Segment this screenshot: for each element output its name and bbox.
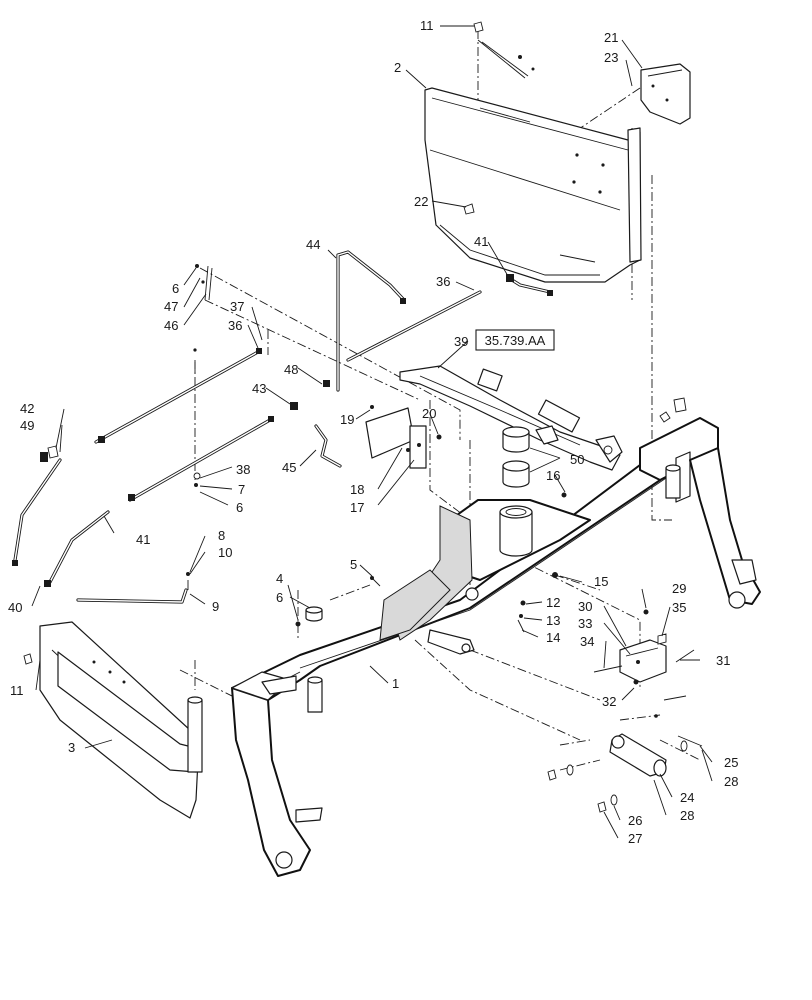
callout-21: 21 [604, 30, 618, 45]
callout-5: 5 [350, 557, 357, 572]
callout-30: 30 [578, 599, 592, 614]
callout-41-top: 41 [474, 234, 488, 249]
mounting-plates [365, 407, 427, 469]
callout-43: 43 [252, 381, 266, 396]
callout-38: 38 [236, 462, 250, 477]
callout-45: 45 [282, 460, 296, 475]
reference-link-text[interactable]: 35.739.AA [485, 333, 546, 348]
reference-callout[interactable]: 35.739.AA [475, 329, 555, 351]
callout-36-top: 36 [436, 274, 450, 289]
callout-36-left: 36 [228, 318, 242, 333]
callout-33: 33 [578, 616, 592, 631]
reference-box[interactable] [475, 329, 555, 351]
callout-19: 19 [340, 412, 354, 427]
callout-2: 2 [394, 60, 401, 75]
callout-6-low: 6 [276, 590, 283, 605]
fasteners [47, 264, 703, 813]
callout-46: 46 [164, 318, 178, 333]
lower-side-shield [23, 621, 203, 819]
callout-34: 34 [580, 634, 594, 649]
callout-27: 27 [628, 831, 642, 846]
callout-35: 35 [672, 600, 686, 615]
callout-8: 8 [218, 528, 225, 543]
callout-12: 12 [546, 595, 560, 610]
callout-14: 14 [546, 630, 560, 645]
callout-17: 17 [350, 500, 364, 515]
callout-numbers: 11 2 21 23 22 44 41 36 6 47 46 37 36 39 … [8, 18, 738, 846]
callout-11-low: 11 [10, 683, 24, 698]
callout-24: 24 [680, 790, 694, 805]
callout-28-right: 28 [724, 774, 738, 789]
cylinder-assembly [399, 365, 623, 471]
pivot-bushings [502, 426, 530, 488]
callout-6-mid: 6 [236, 500, 243, 515]
callout-18: 18 [350, 482, 364, 497]
stabilizer-link [609, 733, 667, 777]
callout-6-top: 6 [172, 281, 179, 296]
callout-10: 10 [218, 545, 232, 560]
callout-7: 7 [238, 482, 245, 497]
callout-26: 26 [628, 813, 642, 828]
callout-22: 22 [414, 194, 428, 209]
callout-23: 23 [604, 50, 618, 65]
callout-29: 29 [672, 581, 686, 596]
callout-32: 32 [602, 694, 616, 709]
callout-49: 49 [20, 418, 34, 433]
callout-31: 31 [716, 653, 730, 668]
callout-50: 50 [570, 452, 584, 467]
upper-shield-panel [424, 87, 642, 283]
callout-40: 40 [8, 600, 22, 615]
callout-20: 20 [422, 406, 436, 421]
callout-44: 44 [306, 237, 320, 252]
rod [76, 588, 188, 604]
upper-bracket [640, 63, 691, 125]
callout-48: 48 [284, 362, 298, 377]
callout-47: 47 [164, 299, 178, 314]
hydraulic-lines [12, 250, 553, 587]
shield-hardware [463, 21, 535, 215]
callout-11-top: 11 [420, 18, 434, 33]
callout-42: 42 [20, 401, 34, 416]
main-axle-frame [231, 417, 761, 877]
callout-41-left: 41 [136, 532, 150, 547]
callout-37: 37 [230, 299, 244, 314]
clamp-bracket [619, 639, 667, 683]
callout-25: 25 [724, 755, 738, 770]
callout-39: 39 [454, 334, 468, 349]
callout-4: 4 [276, 571, 283, 586]
callout-leaders [31, 25, 713, 839]
callout-15: 15 [594, 574, 608, 589]
callout-13: 13 [546, 613, 560, 628]
callout-1: 1 [392, 676, 399, 691]
callout-3: 3 [68, 740, 75, 755]
callout-16: 16 [546, 468, 560, 483]
callout-9: 9 [212, 599, 219, 614]
callout-28-low: 28 [680, 808, 694, 823]
